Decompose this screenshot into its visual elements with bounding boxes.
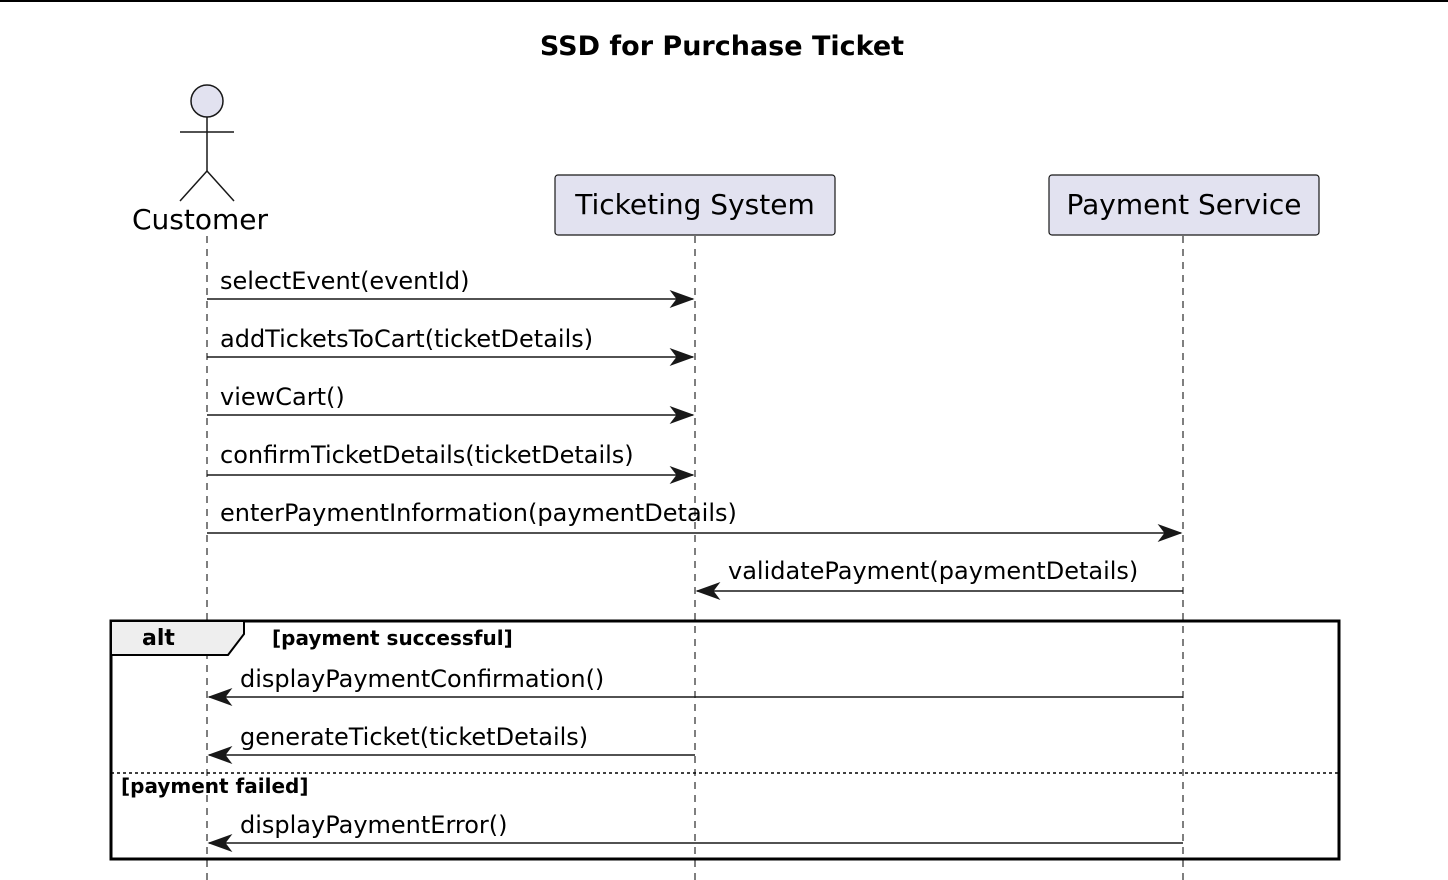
- message-label: validatePayment(paymentDetails): [728, 557, 1138, 585]
- message-label: selectEvent(eventId): [220, 267, 469, 295]
- arrow-head: [207, 833, 233, 853]
- actor-head: [190, 84, 224, 118]
- message-select-event: selectEvent(eventId): [207, 267, 695, 309]
- message-view-cart: viewCart(): [207, 383, 695, 425]
- actor-label-customer: Customer: [132, 203, 268, 236]
- arrow-head: [207, 745, 233, 765]
- alt-guard-failed: [payment failed]: [121, 774, 308, 798]
- arrow-head: [669, 465, 695, 485]
- message-enter-payment-information: enterPaymentInformation(paymentDetails): [207, 499, 1183, 543]
- message-label: generateTicket(ticketDetails): [240, 723, 588, 751]
- actor-customer: Customer: [132, 84, 268, 236]
- message-validate-payment: validatePayment(paymentDetails): [695, 557, 1183, 601]
- participant-ticketing-system: Ticketing System: [554, 174, 836, 236]
- actor-right-leg: [206, 170, 235, 202]
- message-confirm-ticket-details: confirmTicketDetails(ticketDetails): [207, 441, 695, 485]
- arrow-head: [695, 581, 721, 601]
- alt-frame-border: [109, 619, 1341, 861]
- message-label: addTicketsToCart(ticketDetails): [220, 325, 593, 353]
- message-label: displayPaymentConfirmation(): [240, 665, 604, 693]
- message-label: confirmTicketDetails(ticketDetails): [220, 441, 634, 469]
- arrow-head: [207, 687, 233, 707]
- actor-left-leg: [179, 170, 208, 202]
- message-label: viewCart(): [220, 383, 345, 411]
- arrow-head: [1157, 523, 1183, 543]
- message-label: enterPaymentInformation(paymentDetails): [220, 499, 737, 527]
- message-generate-ticket: generateTicket(ticketDetails): [207, 723, 695, 765]
- participant-payment-service: Payment Service: [1048, 174, 1320, 236]
- alt-guard-success: [payment successful]: [272, 626, 513, 650]
- arrow-head: [669, 405, 695, 425]
- message-add-tickets-to-cart: addTicketsToCart(ticketDetails): [207, 325, 695, 367]
- arrow-head: [669, 347, 695, 367]
- alt-frame-tab: [110, 620, 245, 656]
- alt-frame-label: alt: [142, 626, 175, 651]
- message-display-payment-confirmation: displayPaymentConfirmation(): [207, 665, 1183, 707]
- diagram-title: SSD for Purchase Ticket: [540, 31, 904, 62]
- participant-box: [1048, 174, 1320, 236]
- arrow-head: [669, 289, 695, 309]
- alt-frame: alt [payment successful] [payment failed…: [109, 619, 1341, 861]
- message-label: displayPaymentError(): [240, 811, 508, 839]
- message-display-payment-error: displayPaymentError(): [207, 811, 1183, 853]
- participant-label-payment-service: Payment Service: [1067, 188, 1302, 221]
- participant-box: [554, 174, 836, 236]
- participant-label-ticketing-system: Ticketing System: [574, 188, 814, 221]
